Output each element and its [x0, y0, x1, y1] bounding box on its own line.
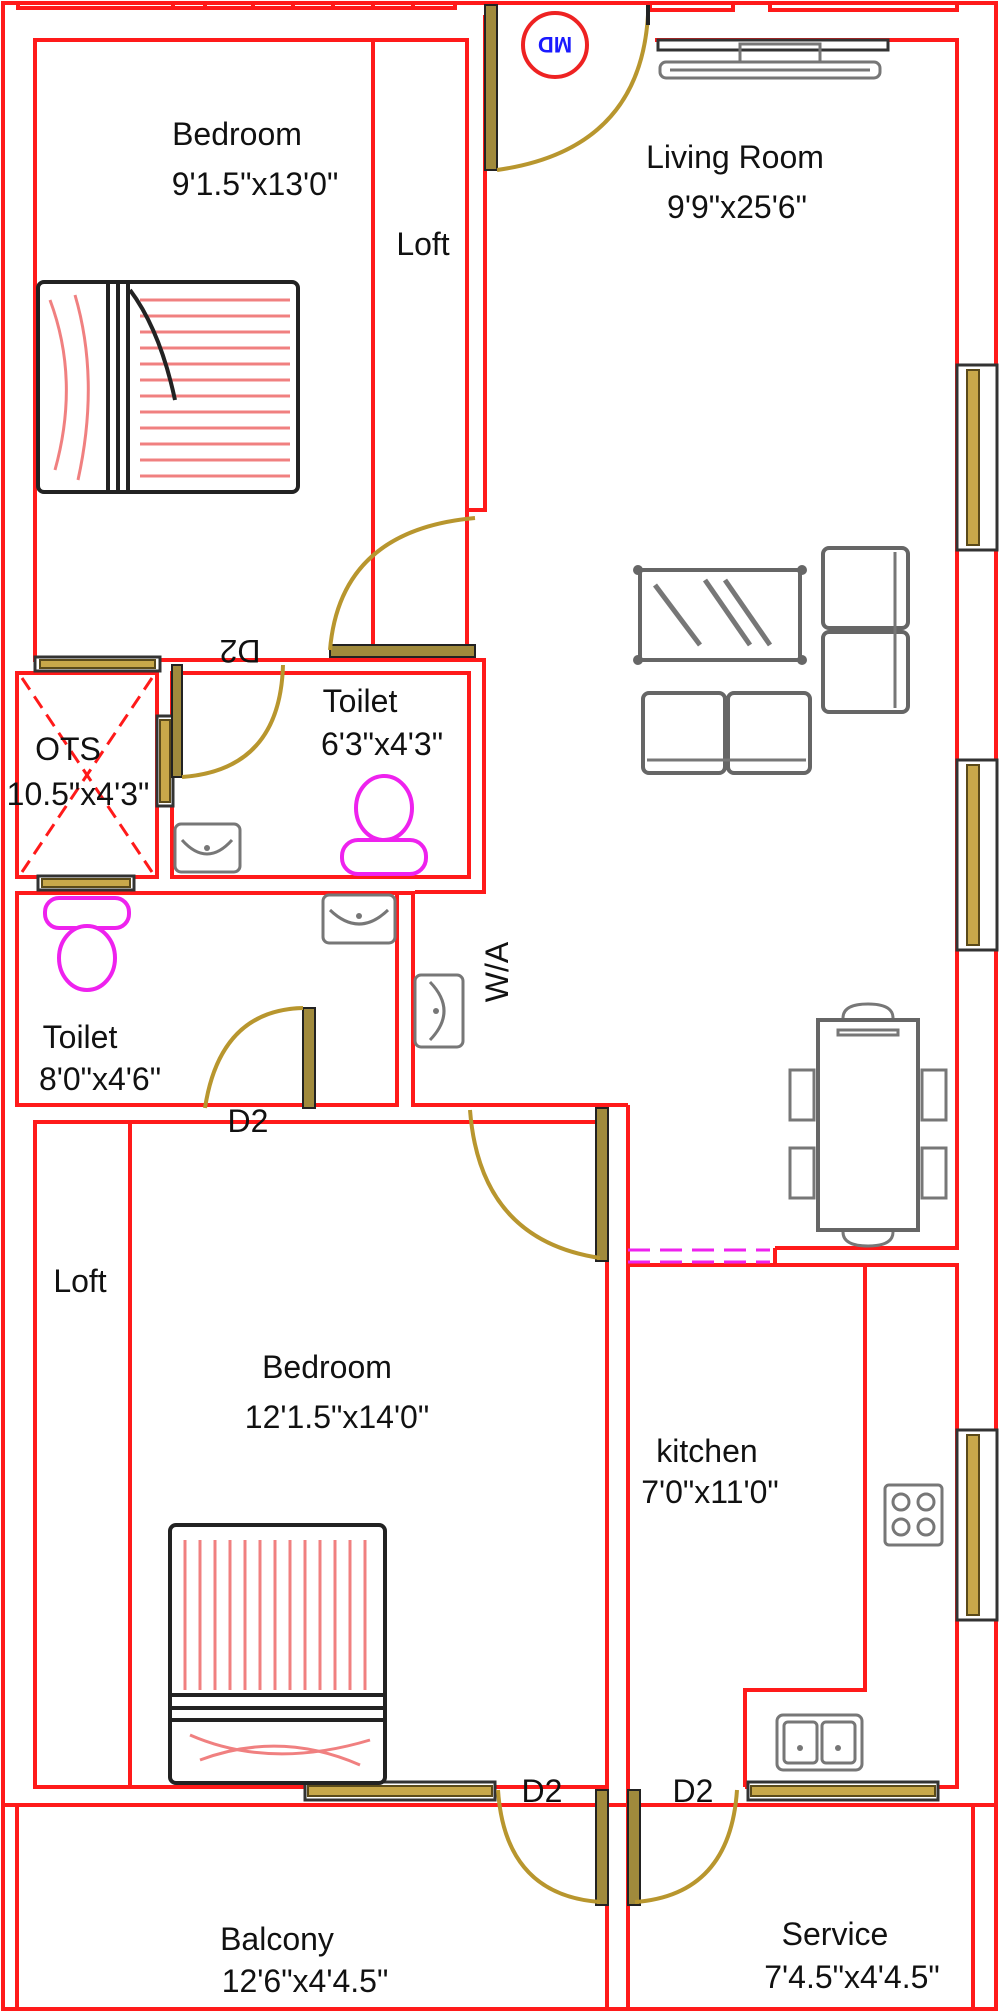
bedroom-bottom-dim: 12'1.5"x14'0": [245, 1399, 429, 1435]
ots-dim: 10.5"x4'3": [7, 776, 150, 812]
living-room-name: Living Room: [646, 139, 824, 175]
toilet-attached-outer: [160, 658, 486, 894]
doors: [171, 4, 739, 1906]
toilet-attached-door-leaf: [171, 664, 183, 778]
balcony-dim: 12'6"x4'4.5": [222, 1963, 389, 1999]
service-door-swing: [634, 1789, 739, 1904]
kitchen-sink-icon: [775, 1713, 864, 1772]
bedroom-top-door-leaf: [329, 644, 476, 658]
toilet-attached-door-tag: D2: [220, 633, 261, 669]
kitchen-name: kitchen: [656, 1433, 757, 1469]
wc-common-icon: [43, 896, 131, 992]
window-ots: [155, 714, 175, 808]
toilet-common-name: Toilet: [43, 1019, 118, 1055]
window-kitchen-bottom: [746, 1780, 940, 1802]
bedroom-top-door-swing: [328, 516, 476, 651]
wash-area-wall: [397, 891, 470, 1107]
service-dim: 7'4.5"x4'4.5": [764, 1959, 940, 1995]
ots-cross-icon: [20, 677, 154, 873]
loft-top-name: Loft: [396, 226, 449, 262]
room-labels: Bedroom 9'1.5"x13'0" Loft Living Room 9'…: [7, 116, 940, 1999]
windows: [33, 38, 999, 1802]
toilet-attached-name: Toilet: [323, 683, 398, 719]
top-strip-wall: [16, 3, 959, 12]
bedroom-top-dim: 9'1.5"x13'0": [172, 166, 339, 202]
window-kitchen: [955, 1428, 999, 1622]
bedroom-bottom-door-leaf: [595, 1107, 609, 1262]
sofa-set-icon: [633, 546, 910, 775]
bedroom-top-name: Bedroom: [172, 116, 302, 152]
wc-attached-icon: [340, 774, 428, 876]
toilet-common-door-leaf: [302, 1007, 316, 1109]
main-door-leaf: [484, 4, 498, 171]
loft-bottom-name: Loft: [53, 1263, 106, 1299]
living-room-inner-wall: [467, 15, 487, 512]
living-shelf-icon: [658, 42, 882, 80]
balcony-name: Balcony: [220, 1921, 334, 1957]
balcony-door-swing: [496, 1789, 601, 1904]
service-door-leaf: [627, 1789, 641, 1906]
ots-name: OTS: [35, 731, 101, 767]
toilet-common-door-swing: [203, 1006, 304, 1109]
window-bedroom-top: [33, 655, 162, 673]
basin-attached-icon: [173, 822, 242, 874]
central-partition: [605, 1105, 630, 2009]
kitchen-archway: [628, 1248, 770, 1264]
bedroom-bottom-door-swing: [468, 1109, 601, 1260]
window-bedroom-bottom: [303, 1780, 497, 1802]
main-door-marker: MD: [521, 11, 589, 79]
basin-wash-area-icon: [413, 973, 465, 1049]
service-name: Service: [782, 1916, 889, 1952]
dining-table-icon: [788, 1002, 948, 1248]
basin-common-icon: [321, 893, 397, 945]
window-toilet-common: [36, 874, 136, 892]
kitchen-dim: 7'0"x11'0": [641, 1474, 779, 1510]
toilet-attached-dim: 6'3"x4'3": [321, 726, 443, 762]
toilet-attached-door-swing: [181, 664, 285, 779]
bedroom-bottom-name: Bedroom: [262, 1349, 392, 1385]
service-door-tag: D2: [673, 1773, 714, 1809]
window-living-1: [955, 363, 999, 552]
toilet-common-dim: 8'0"x4'6": [39, 1061, 161, 1097]
main-door-label: MD: [538, 32, 572, 57]
stove-icon: [883, 1483, 944, 1547]
balcony-door-leaf: [595, 1789, 609, 1906]
toilet-common-door-tag: D2: [228, 1103, 269, 1139]
main-door-swing: [496, 14, 650, 172]
balcony-door-tag: D2: [522, 1773, 563, 1809]
bed-top-icon: [36, 280, 300, 494]
bed-bottom-icon: [168, 1523, 387, 1785]
living-room-dim: 9'9"x25'6": [667, 189, 807, 225]
window-living-2: [955, 758, 999, 952]
wash-area-name: W/A: [479, 941, 515, 1002]
